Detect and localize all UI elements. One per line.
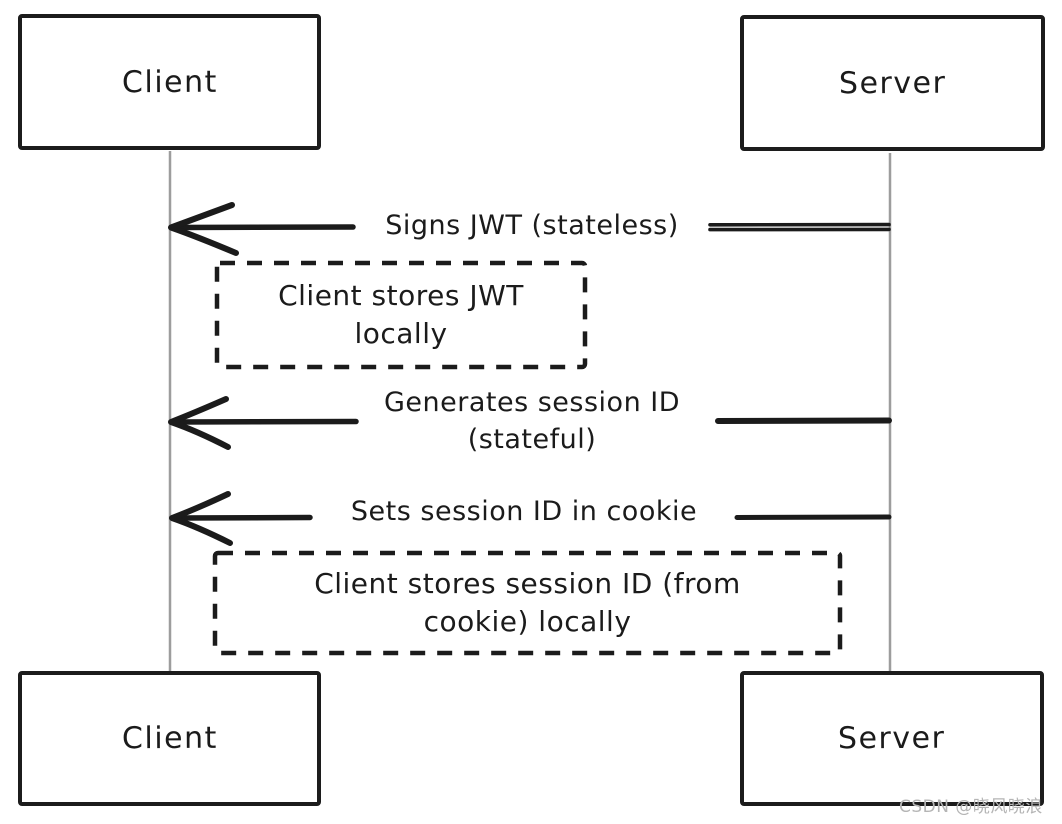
note2-box (212, 550, 843, 656)
message1-shaft-left (173, 224, 356, 231)
message2-label: Generates session ID (stateful) (378, 384, 686, 458)
message3-shaft-left (174, 514, 313, 521)
actor-label-client-bottom: Client (121, 720, 218, 757)
watermark: CSDN @晓风晓浪 (899, 797, 1043, 817)
actor-box-client-bottom: Client (18, 671, 321, 806)
actor-label-server-bottom: Server (838, 720, 946, 757)
actor-box-client-top: Client (18, 14, 321, 150)
actor-label-server-top: Server (838, 65, 947, 101)
note1-label-line1: Client stores JWT (278, 279, 524, 312)
note1-label: Client stores JWT locally (217, 263, 585, 367)
message2-shaft-left (174, 418, 359, 425)
message3-shaft-right (734, 514, 892, 520)
note2-label: Client stores session ID (from cookie) l… (215, 553, 840, 653)
message1-label: Signs JWT (stateless) (379, 207, 685, 244)
message3-label: Sets session ID in cookie (344, 493, 704, 530)
actor-label-client-top: Client (121, 64, 218, 100)
message2-label-line1: Generates session ID (383, 387, 681, 418)
actor-box-server-bottom: Server (740, 671, 1044, 806)
message2-arrowhead-icon (168, 396, 231, 450)
note1-box (214, 260, 588, 370)
message2-shaft-right (715, 417, 892, 424)
actor-box-server-top: Server (740, 15, 1045, 151)
note2-label-line1: Client stores session ID (from (314, 567, 741, 600)
message1-arrowhead-icon (168, 202, 239, 256)
message3-arrowhead-icon (169, 491, 233, 546)
note1-label-line2: locally (354, 317, 448, 350)
message2-label-line2: (stateful) (467, 424, 597, 455)
note2-label-line2: cookie) locally (423, 605, 632, 638)
